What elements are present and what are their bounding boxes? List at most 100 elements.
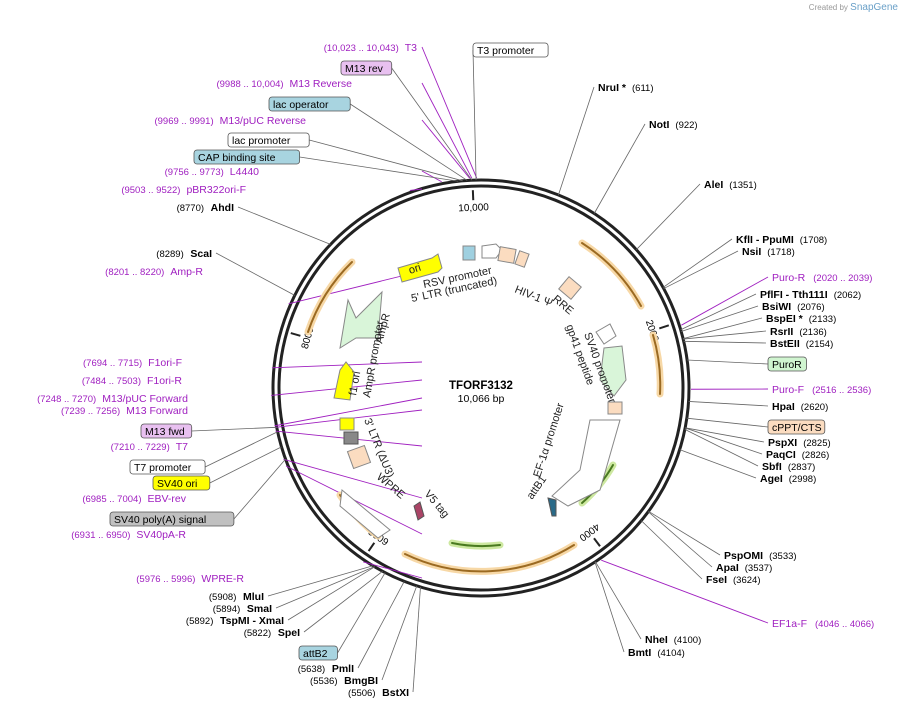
- primer-label: (10,023 .. 10,043)T3: [324, 42, 417, 54]
- leader-line: [685, 427, 765, 443]
- plasmid-name: TFORF3132: [449, 380, 513, 392]
- ef1a-label: EF-1α promoter: [531, 401, 566, 479]
- backbone-outer: [271, 178, 691, 598]
- leader-line: [237, 206, 331, 245]
- hiv-psi-label: HIV-1 Ψ: [513, 284, 554, 310]
- ltr3-label: 3' LTR (ΔU3): [361, 417, 396, 480]
- tick-mark: [367, 542, 376, 552]
- psi-box: [514, 250, 530, 268]
- leader-line: [662, 238, 733, 288]
- feature-label: lac operator: [273, 99, 329, 111]
- leader-line: [636, 183, 701, 250]
- feature-box: [472, 42, 549, 58]
- tick-mark: [658, 324, 670, 330]
- ori-label: ori: [407, 262, 422, 277]
- feature-label: SV40 ori: [157, 478, 197, 490]
- leader-line: [209, 446, 282, 484]
- feature-box: [767, 419, 826, 435]
- leader-line: [680, 293, 757, 331]
- leader-line: [683, 340, 767, 344]
- primer-label: (5976 .. 5996)WPRE-R: [136, 573, 244, 585]
- leader-line: [303, 570, 383, 633]
- f1ori-arrow: [333, 361, 355, 401]
- site-label: PspOMI(3533): [724, 550, 797, 562]
- site-label: (5536) BmgBI: [310, 675, 378, 687]
- leader-line: [349, 103, 468, 181]
- primer-label: (8201 .. 8220)Amp-R: [105, 266, 203, 278]
- site-label: BstEII(2154): [770, 338, 833, 350]
- leader-line: [685, 427, 763, 455]
- primer-label: (7210 .. 7229)T7: [111, 441, 189, 453]
- primer-label: Puro-F(2516 .. 2536): [772, 384, 871, 396]
- primer-line: [283, 458, 423, 499]
- feature-label: T3 promoter: [477, 45, 535, 57]
- primer-label: (6931 .. 6950)SV40pA-R: [71, 529, 186, 541]
- site-label: AleI(1351): [704, 179, 757, 191]
- leader-line: [299, 156, 459, 182]
- leader-line: [204, 431, 278, 468]
- feature-box: [109, 511, 235, 527]
- site-label: (8289) ScaI: [156, 248, 212, 260]
- leader-line: [275, 566, 375, 609]
- leader-line: [688, 401, 769, 407]
- leader-line: [309, 139, 463, 182]
- site-label: BspEI *(2133): [766, 313, 836, 325]
- primer-line: [288, 270, 423, 305]
- leader-line: [357, 581, 405, 669]
- site-label: KflI - PpuMI(1708): [736, 234, 827, 246]
- feature-label: lac promoter: [232, 135, 291, 147]
- lac-block: [462, 245, 476, 261]
- sv40ori-box: [339, 417, 355, 431]
- leader-lines: [191, 46, 769, 693]
- tick-label: 10,000: [458, 202, 489, 214]
- feature-label: M13 rev: [345, 63, 384, 75]
- sv40-promoter-arrow: [599, 345, 627, 397]
- primer-label: (7239 .. 7256)M13 Forward: [61, 405, 188, 417]
- feature-box: [129, 459, 206, 475]
- ltr5-box: [497, 246, 517, 264]
- primer-line: [421, 170, 442, 183]
- feature-box: [298, 645, 338, 661]
- leader-line: [687, 359, 769, 365]
- primer-line: [363, 561, 423, 579]
- feature-box: [193, 149, 300, 165]
- leader-line: [412, 586, 421, 693]
- site-label: BsiWI(2076): [762, 301, 825, 313]
- ampr-arrow: [339, 290, 383, 350]
- site-label: PflFI - Tth111I(2062): [760, 289, 861, 301]
- leader-line: [233, 458, 286, 520]
- gp41-arrow: [595, 323, 617, 345]
- site-label: PspXI(2825): [768, 437, 831, 449]
- site-label: BmtI(4104): [628, 647, 685, 659]
- wpre-arrow: [339, 489, 391, 539]
- leader-line: [594, 561, 625, 653]
- site-label: NotI(922): [649, 119, 698, 131]
- site-label: (5822) SpeI: [244, 627, 300, 639]
- site-label: ApaI(3537): [716, 562, 772, 574]
- v5-label: V5 tag: [422, 488, 452, 520]
- site-label: NheI(4100): [645, 634, 701, 646]
- primer-label: (7484 .. 7503)F1ori-R: [82, 375, 183, 387]
- feature-box: [227, 132, 310, 148]
- primer-line: [409, 188, 423, 191]
- feature-box: [268, 96, 351, 112]
- site-label: HpaI(2620): [772, 401, 828, 413]
- primer-label: (7694 .. 7715)F1ori-F: [83, 357, 182, 369]
- site-label: SbfI(2837): [762, 461, 815, 473]
- site-label: RsrII(2136): [770, 326, 827, 338]
- primer-label: EF1a-F(4046 .. 4066): [772, 618, 874, 630]
- feature-label: SV40 poly(A) signal: [114, 514, 206, 526]
- leader-line: [215, 252, 295, 296]
- leader-line: [686, 417, 769, 428]
- ef1a-arrow: [551, 419, 621, 507]
- f1ori-label: f1 ori: [347, 370, 363, 396]
- feature-label: T7 promoter: [134, 462, 192, 474]
- site-label: (5506) BstXI: [348, 687, 409, 699]
- ltr3-box: [346, 444, 372, 470]
- leader-line: [337, 572, 386, 654]
- ori-arrow: [397, 253, 443, 283]
- leader-line: [191, 426, 277, 432]
- leader-line: [681, 305, 759, 332]
- snapgene-credit: Created by SnapGene: [809, 2, 898, 13]
